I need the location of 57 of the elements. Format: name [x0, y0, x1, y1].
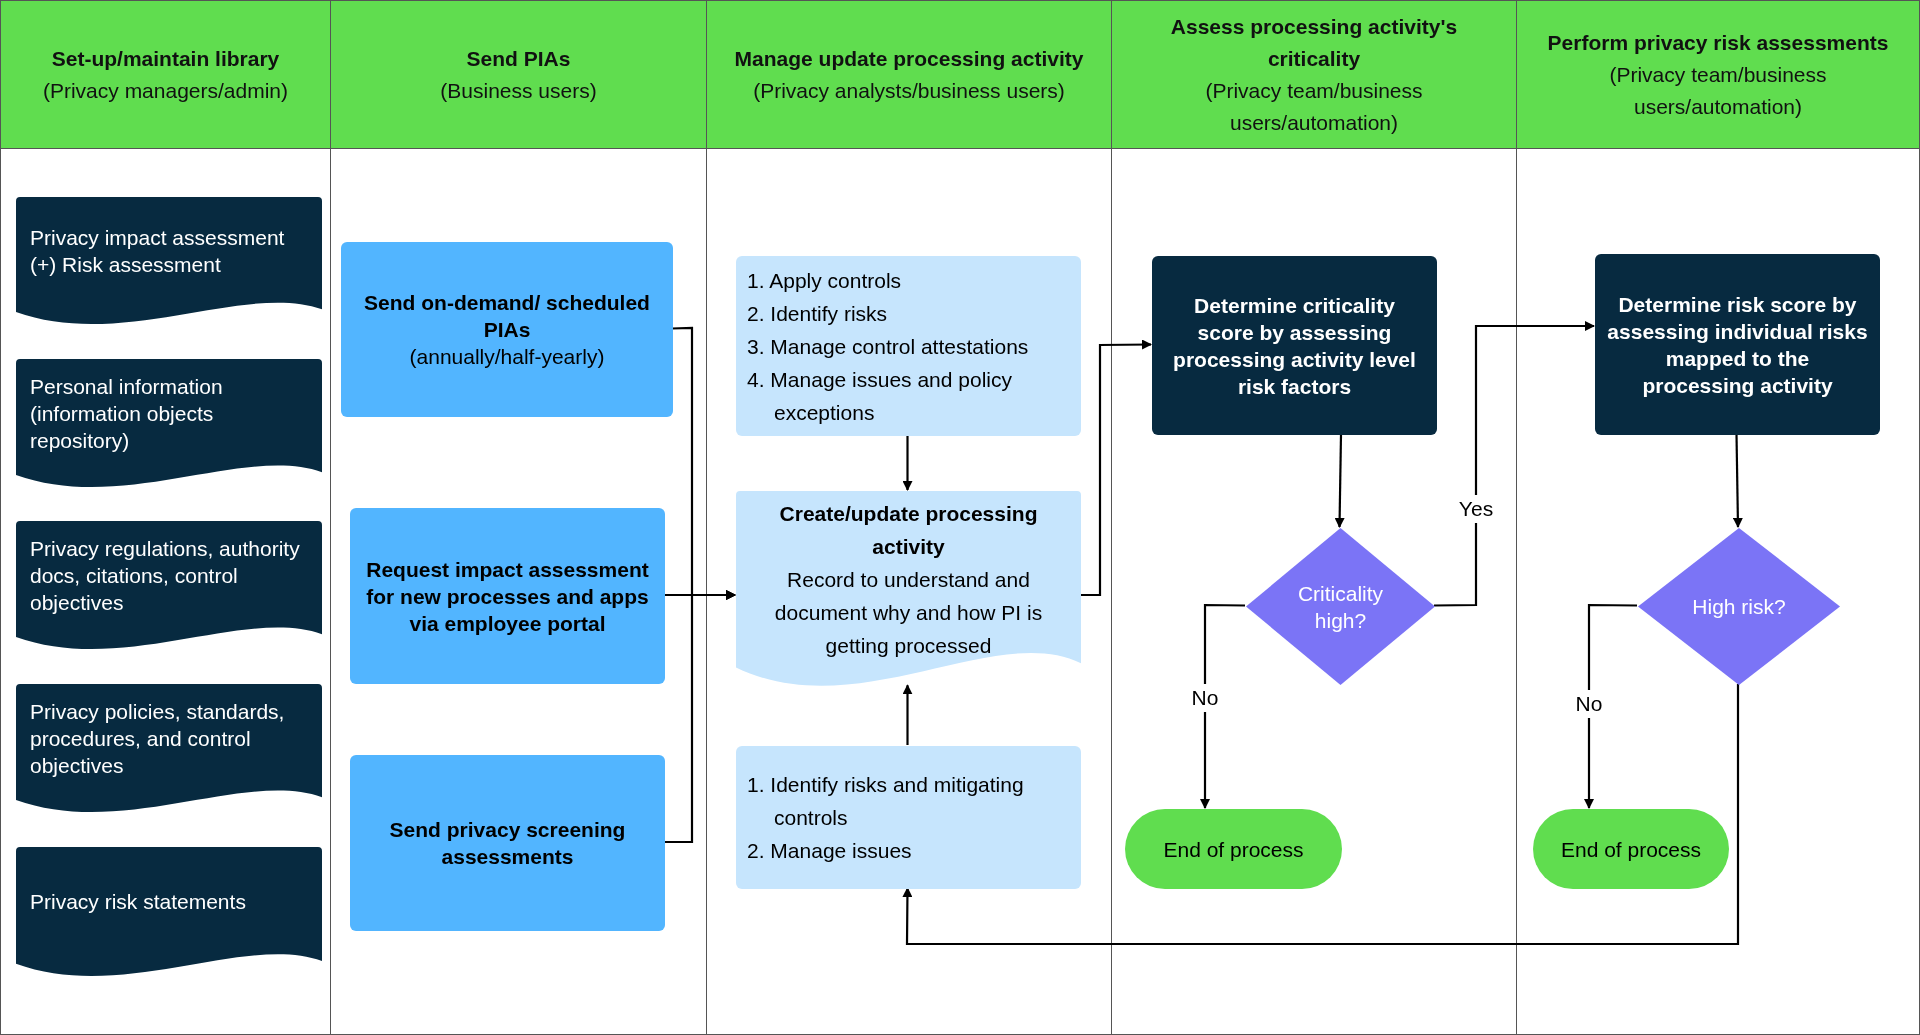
- arrow: [902, 684, 1740, 946]
- node-label: End of process: [1162, 836, 1305, 863]
- node-text: (annually/half-yearly): [408, 344, 606, 370]
- lane-subtitle: (Privacy team/business users/automation): [1608, 61, 1828, 120]
- node-label: Privacy risk statements: [30, 889, 247, 915]
- arrow: [902, 684, 913, 745]
- swimlane-column: [1516, 0, 1920, 1035]
- process-box: [1595, 254, 1880, 435]
- process-box: [350, 755, 665, 931]
- arrow: [1200, 603, 1245, 809]
- node-label: Privacy impact assessment (+) Risk assessment: [30, 224, 286, 278]
- lane-title: Manage update processing activity: [734, 45, 1084, 72]
- list-item: 2. Manage issues: [746, 838, 913, 864]
- lane-title: Set-up/maintain library: [51, 45, 280, 72]
- node-label: Request impact assessment for new processes and apps via employee portal: [365, 556, 650, 637]
- lane-title: Perform privacy risk assessments: [1547, 29, 1889, 56]
- node-label: Privacy regulations, authority docs, citations, control objectives: [30, 535, 301, 616]
- lane-subtitle: (Privacy analysts/business users): [753, 77, 1065, 104]
- node-label: Create/update processing activity: [778, 501, 1039, 560]
- node-label: High risk?: [1692, 594, 1786, 620]
- process-box: [350, 508, 665, 684]
- node-text: Record to understand and document why and how PI is getting processed: [773, 567, 1044, 659]
- lane-subtitle: (Privacy managers/admin): [42, 77, 289, 104]
- lane-title: Send PIAs: [466, 45, 571, 72]
- swimlane-column: [1111, 0, 1517, 1035]
- decision-diamond: [1246, 528, 1435, 685]
- arrow: [664, 590, 736, 844]
- lane-title: Assess processing activity's criticality: [1169, 13, 1459, 72]
- arrow: [902, 435, 913, 491]
- swimlane-column: [0, 0, 331, 1035]
- arrow: [1334, 434, 1345, 528]
- node-label: Determine risk score by assessing individual risks mapped to the processing activity: [1607, 291, 1868, 399]
- node-label: Send privacy screening assessments: [388, 817, 627, 870]
- swimlane-column: [330, 0, 707, 1035]
- process-box: [341, 242, 673, 417]
- list-item: 4. Manage issues and policy exceptions: [746, 366, 1013, 426]
- list-item: 3. Manage control attestations: [746, 333, 1030, 360]
- list-item: 1. Identify risks and mitigating controls: [746, 772, 1025, 831]
- decision-diamond: [1638, 528, 1840, 685]
- node-label: Send on-demand/ scheduled PIAs: [363, 290, 651, 343]
- list-item: 1. Apply controls: [746, 267, 903, 294]
- process-box: [736, 746, 1081, 889]
- process-box: [736, 256, 1081, 436]
- arrow: [1584, 603, 1637, 809]
- node-label: End of process: [1559, 836, 1703, 863]
- arrow: [1080, 339, 1152, 597]
- lane-subtitle: (Business users): [440, 77, 597, 104]
- arrow: [1732, 434, 1743, 528]
- node-label: Personal information (information objects repository): [30, 373, 224, 454]
- arrow: [1434, 321, 1595, 607]
- lane-subtitle: (Privacy team/business users/automation): [1204, 77, 1424, 136]
- node-label: Criticality high?: [1296, 580, 1385, 634]
- node-label: Determine criticality score by assessing processing activity level risk factors: [1172, 292, 1417, 400]
- node-label: Privacy policies, standards, procedures, and control objectives: [30, 698, 286, 779]
- swimlane-column: [706, 0, 1112, 1035]
- process-box: [1152, 256, 1437, 435]
- list-item: 2. Identify risks: [746, 300, 889, 327]
